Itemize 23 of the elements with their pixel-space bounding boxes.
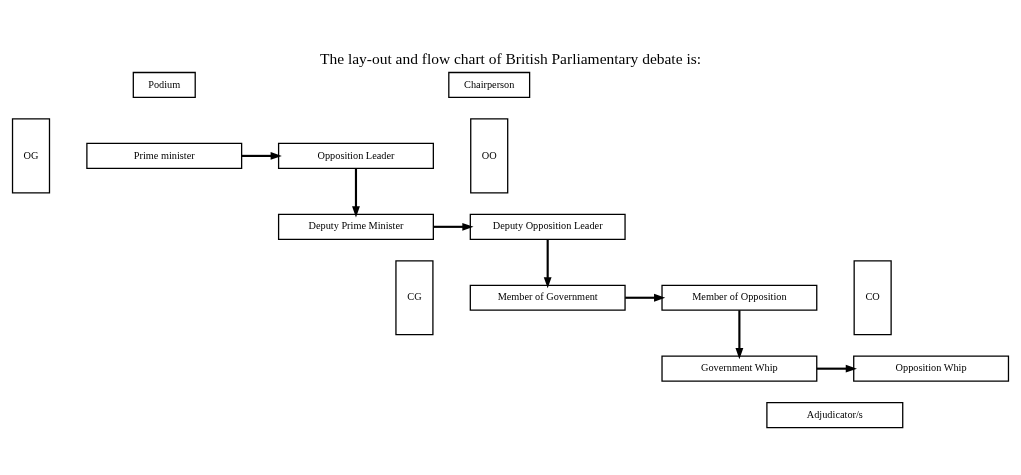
arrow bbox=[352, 168, 360, 217]
node-box: Prime minister bbox=[86, 142, 243, 169]
node-box: CG bbox=[395, 259, 434, 335]
node-box: Opposition Whip bbox=[853, 355, 1010, 382]
node-box: Deputy Prime Minister bbox=[277, 213, 434, 240]
node-box: Opposition Leader bbox=[277, 142, 434, 169]
node-box: OO bbox=[470, 117, 509, 193]
node-box: Member of Government bbox=[469, 284, 626, 311]
node-box: Member of Opposition bbox=[661, 284, 818, 311]
arrow bbox=[816, 364, 857, 373]
diagram-title: The lay-out and flow chart of British Parliamentary debate is: bbox=[319, 49, 702, 67]
node-box: CO bbox=[853, 259, 892, 335]
node-box: Chairperson bbox=[448, 71, 531, 98]
node-box: Podium bbox=[132, 71, 196, 98]
node-box: Adjudicator/s bbox=[766, 401, 904, 428]
node-box: OG bbox=[11, 117, 51, 193]
arrow bbox=[735, 309, 744, 359]
arrow bbox=[241, 151, 282, 160]
arrow bbox=[543, 238, 552, 288]
node-box: Deputy Opposition Leader bbox=[469, 213, 626, 240]
arrow bbox=[433, 222, 474, 231]
arrow bbox=[625, 293, 666, 302]
node-box: Government Whip bbox=[661, 355, 818, 382]
